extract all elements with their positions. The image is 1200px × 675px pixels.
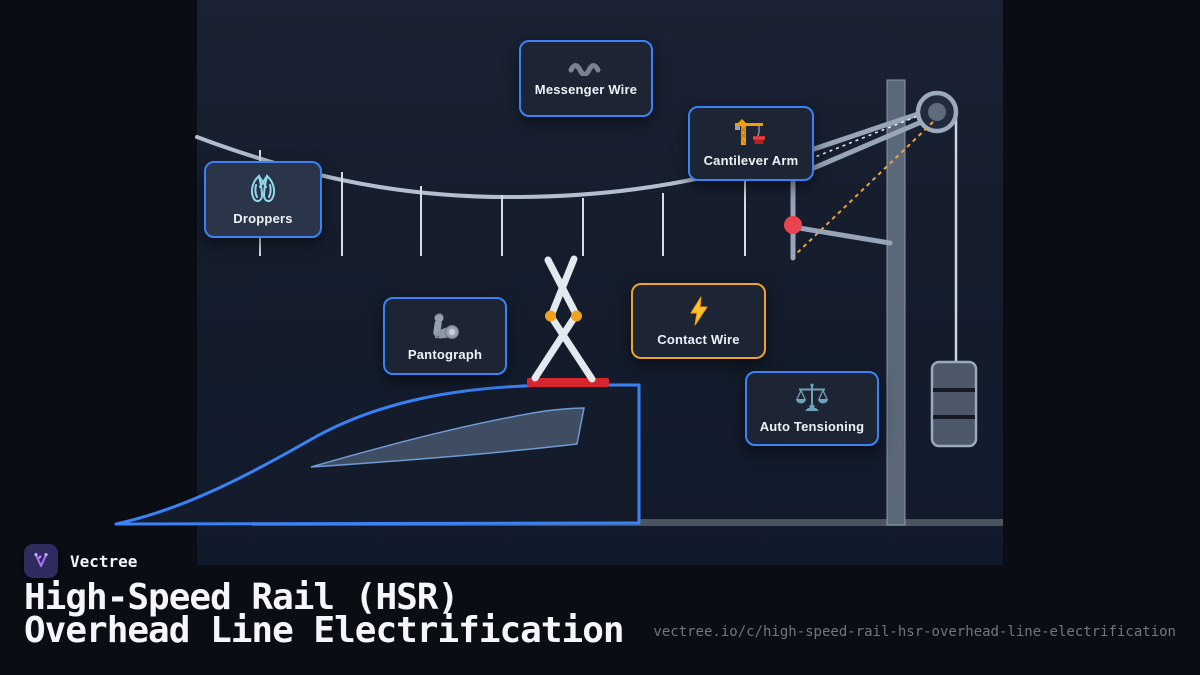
label-box-contact-wire: Contact Wire <box>631 283 766 359</box>
label-auto-tensioning: Auto Tensioning <box>759 419 865 434</box>
lightning-bolt-icon <box>690 296 707 325</box>
label-box-auto-tensioning: Auto Tensioning <box>745 371 879 446</box>
registration-dashed-line <box>793 121 934 257</box>
guide-dashed-line <box>809 111 929 160</box>
label-droppers: Droppers <box>233 211 293 226</box>
page-title: High-Speed Rail (HSR) Overhead Line Elec… <box>24 577 625 651</box>
label-box-cantilever-arm: Cantilever Arm <box>688 106 814 181</box>
label-messenger-wire: Messenger Wire <box>534 82 638 97</box>
label-pantograph: Pantograph <box>407 346 483 362</box>
pantograph-joint-left <box>545 310 556 322</box>
pantograph-joint-right <box>571 310 582 322</box>
page-url: vectree.io/c/high-speed-rail-hsr-overhea… <box>653 624 1176 640</box>
label-box-droppers: Droppers <box>204 161 322 238</box>
page-title-line2: Overhead Line Electrification <box>24 610 625 651</box>
page-title-line1: High-Speed Rail (HSR) <box>24 577 459 618</box>
balance-scale-icon <box>796 383 828 411</box>
ballet-shoes-icon <box>250 174 276 203</box>
crane-icon <box>735 119 765 145</box>
train-windshield <box>310 407 585 468</box>
cantilever-struts <box>790 106 936 261</box>
label-contact-wire: Contact Wire <box>657 331 740 347</box>
brand-logo <box>24 544 58 578</box>
mast-pole <box>886 79 906 526</box>
tension-weights <box>930 360 978 448</box>
brand-row: Vectree <box>24 544 137 578</box>
tension-pulley-hub <box>928 103 946 121</box>
pantograph-arms <box>531 255 596 383</box>
label-box-pantograph: Pantograph <box>383 297 507 375</box>
vectree-branch-icon <box>34 553 48 567</box>
steady-arm-point <box>784 216 802 234</box>
label-cantilever-arm: Cantilever Arm <box>703 153 799 168</box>
dropper-lines <box>259 150 746 256</box>
pantograph-base <box>527 378 609 387</box>
mechanical-arm-icon <box>433 312 459 339</box>
label-box-messenger-wire: Messenger Wire <box>519 40 653 117</box>
wavy-line-icon <box>568 63 601 76</box>
brand-name: Vectree <box>70 551 138 571</box>
